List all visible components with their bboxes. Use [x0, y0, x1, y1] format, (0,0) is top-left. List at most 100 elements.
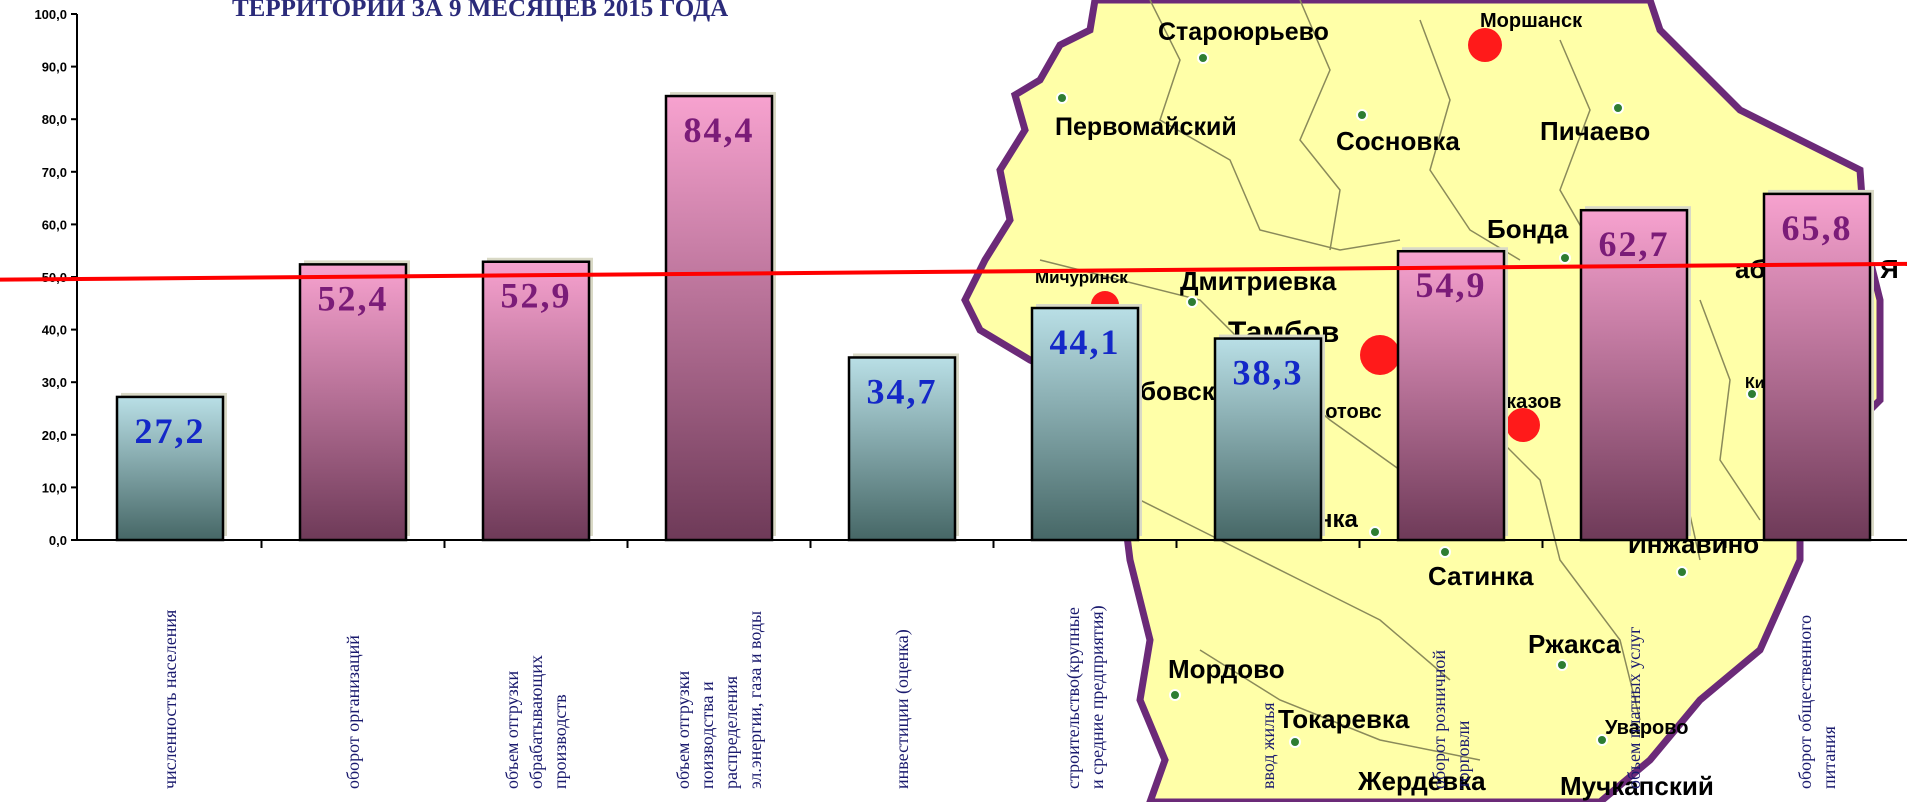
value-label: 38,3 [1233, 353, 1304, 393]
category-label-line: оборот общественного [1795, 615, 1815, 789]
map-town-label: сказов [1495, 391, 1561, 413]
value-label: 65,8 [1782, 208, 1853, 248]
map-town-label: Моршанск [1480, 10, 1583, 32]
map-town-dot [1369, 526, 1381, 538]
y-tick-label: 90,0 [42, 60, 67, 75]
category-label: численность населения [160, 610, 180, 789]
bar-series [115, 92, 1874, 548]
map-city-marker [1468, 28, 1502, 62]
y-tick-label: 10,0 [42, 480, 67, 495]
map-town-label: Котовс [1313, 401, 1382, 423]
y-tick-label: 80,0 [42, 112, 67, 127]
map-town-label: Первомайский [1055, 113, 1237, 141]
map-city-marker [1360, 335, 1400, 375]
map-town-dot [1186, 296, 1198, 308]
value-label: 54,9 [1416, 265, 1487, 305]
map-town-label: Мордово [1168, 654, 1285, 684]
category-label-line: питания [1819, 726, 1839, 789]
map-town-label: Токаревка [1278, 704, 1410, 734]
map-town-dot [1676, 566, 1688, 578]
bar [115, 395, 225, 542]
y-tick-label: 0,0 [49, 533, 67, 548]
category-label-line: оборот организаций [343, 635, 363, 789]
bar [664, 94, 774, 542]
map-town-dot [1559, 252, 1571, 264]
value-label: 27,2 [135, 411, 206, 451]
reference-line [0, 261, 1907, 282]
category-label-line: эл.энергии, газа и воды [745, 611, 765, 789]
category-label-line: объем отгрузки [502, 670, 522, 789]
map-town-label: бовск [1140, 376, 1216, 406]
value-label: 62,7 [1599, 224, 1670, 264]
y-tick-label: 70,0 [42, 165, 67, 180]
value-labels: 27,2 52,4 52,9 84,4 34,7 44,1 38,3 54,9 62,7 65,8 [135, 110, 1853, 451]
category-labels: численность населения оборот организаций о… [160, 605, 1839, 789]
map-cities [1056, 28, 1758, 748]
y-tick-label: 100,0 [34, 7, 67, 22]
category-label-line: торговли [1453, 720, 1473, 789]
map-town-dot [1612, 102, 1624, 114]
map-town-label: Сатинка [1428, 561, 1534, 591]
map-town-label: Уварово [1605, 717, 1689, 739]
map-town-dot [1169, 689, 1181, 701]
category-label-line: и средние предприятия) [1087, 605, 1108, 789]
y-tick-label: 60,0 [42, 217, 67, 232]
map-town-label: Бонда [1487, 214, 1569, 244]
y-tick-label: 20,0 [42, 428, 67, 443]
y-tick-label: 40,0 [42, 323, 67, 338]
value-label: 34,7 [867, 371, 938, 411]
bar [1030, 306, 1140, 542]
map-city-marker [1506, 408, 1540, 442]
map-town-label: Сосновка [1336, 126, 1460, 156]
chart-title: ТЕРРИТОРИЙ ЗА 9 МЕСЯЦЕВ 2015 ГОДА [232, 0, 728, 22]
map-town-dot [1439, 546, 1451, 558]
category-label-line: ввод жилья [1258, 702, 1278, 789]
category-label-line: обрабатывающих [526, 655, 546, 789]
value-label: 84,4 [684, 110, 755, 150]
map-town-label: Жердевка [1357, 766, 1486, 796]
map-town-dot [1356, 109, 1368, 121]
category-label-line: распределения [721, 676, 741, 789]
category-label: объем платных услуг [1624, 627, 1644, 789]
bar [1762, 192, 1872, 542]
value-label: 52,4 [318, 278, 389, 318]
bar [847, 356, 957, 542]
map-town-dot [1746, 388, 1758, 400]
category-label: оборот организаций [343, 635, 363, 789]
category-label-line: оборот розничной [1429, 650, 1449, 789]
category-label: инвестиции (оценка) [892, 629, 913, 789]
category-label-line: объем платных услуг [1624, 627, 1644, 789]
map-town-dot [1556, 659, 1568, 671]
map-town-label: Пичаево [1540, 116, 1650, 146]
map-town-dot [1596, 734, 1608, 746]
bar [298, 263, 408, 542]
map-town-label: Ржакса [1528, 629, 1621, 659]
category-label-line: строительство(крупные [1063, 607, 1084, 789]
category-label-line: численность населения [160, 610, 180, 789]
y-tick-label: 30,0 [42, 375, 67, 390]
category-label-line: производств [550, 694, 570, 789]
bar [1213, 337, 1323, 542]
category-label: ввод жилья [1258, 702, 1278, 789]
value-label: 52,9 [501, 276, 572, 316]
map-town-label: Я [1880, 254, 1899, 284]
bar [1396, 249, 1506, 542]
category-label-line: поизводства и [697, 681, 717, 789]
map-town-dot [1197, 52, 1209, 64]
map-town-dot [1056, 92, 1068, 104]
bar [481, 260, 591, 542]
y-axis-ticks: 0,010,020,030,040,050,060,070,080,090,01… [34, 7, 77, 548]
map-town-label: Староюрьево [1158, 18, 1329, 46]
category-label-line: объем отгрузки [673, 670, 693, 789]
map-town-label: Мучкапский [1560, 771, 1714, 801]
value-label: 44,1 [1050, 322, 1121, 362]
map-town-dot [1289, 736, 1301, 748]
category-label-line: инвестиции (оценка) [892, 629, 913, 789]
